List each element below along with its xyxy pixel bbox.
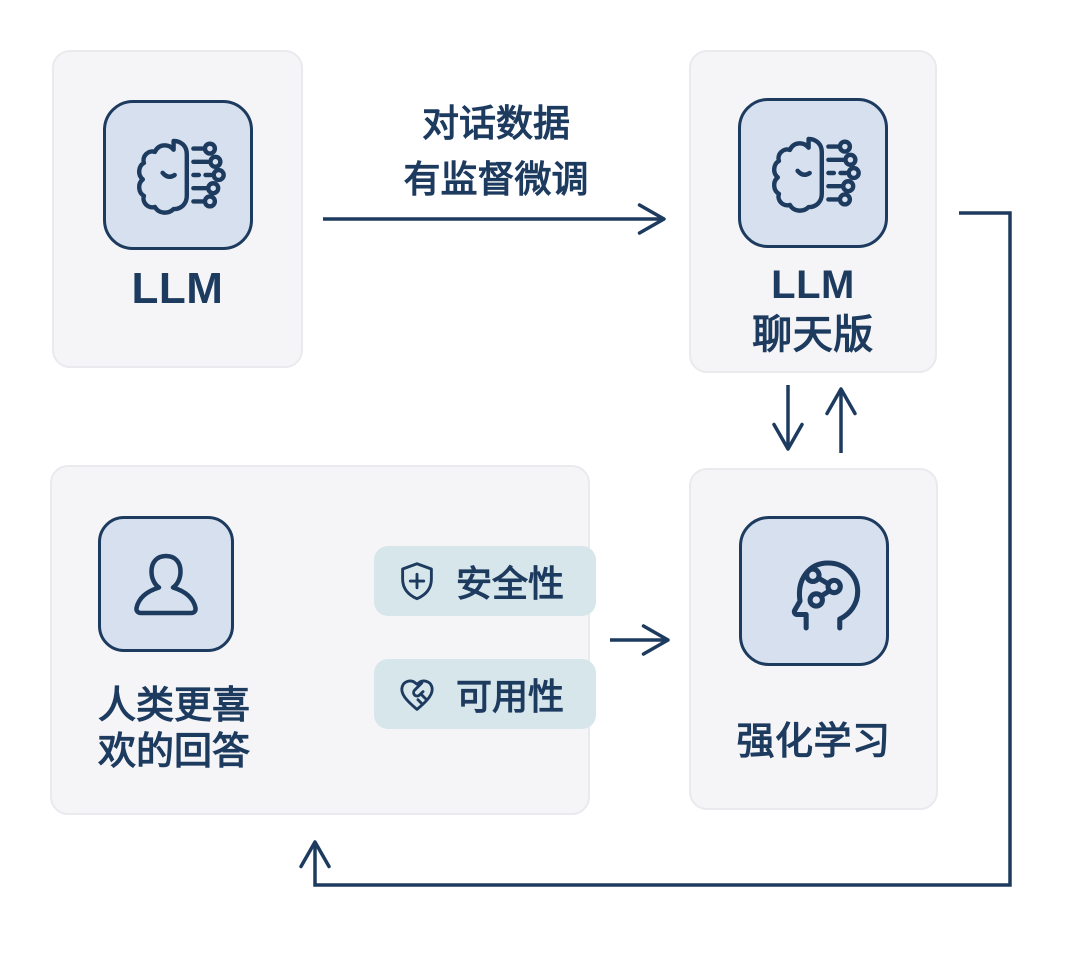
brain-circuit-icon [772,136,861,213]
node-llm-chat: LLM 聊天版 [689,50,937,373]
badge-usability-label: 可用性 [456,676,565,717]
badge-usability: 可用性 [374,659,596,729]
llm-chat-icon-tile [738,98,888,248]
llm-base-icon-tile [102,100,253,250]
human-label-line2: 欢的回答 [98,731,251,773]
node-human-preference: 人类更喜 欢的回答 安全性 可用性 [50,465,596,815]
rl-label: 强化学习 [736,721,891,763]
person-icon [134,553,198,616]
brain-circuit-icon [136,138,226,215]
llm-base-label: LLM [131,264,224,313]
node-llm-base: LLM [52,50,303,368]
shield-plus-icon [401,562,433,601]
heart-handshake-icon [400,679,434,711]
sft-edge-label: 对话数据 有监督微调 [300,96,692,208]
llm-chat-label: LLM 聊天版 [691,260,935,360]
llm-chat-label-line1: LLM [771,263,855,307]
human-label-line1: 人类更喜 [98,685,251,727]
sft-label-line1: 对话数据 [422,103,570,144]
llm-chat-label-line2: 聊天版 [752,313,874,357]
head-network-icon [791,560,860,631]
sft-label-line2: 有监督微调 [403,159,589,200]
node-reinforcement-learning: 强化学习 [689,468,938,810]
rl-icon-tile [738,516,889,666]
badge-safety-label: 安全性 [456,563,565,604]
badge-safety: 安全性 [374,546,596,616]
human-icon-tile [98,516,234,652]
human-preference-label: 人类更喜 欢的回答 [98,683,250,775]
